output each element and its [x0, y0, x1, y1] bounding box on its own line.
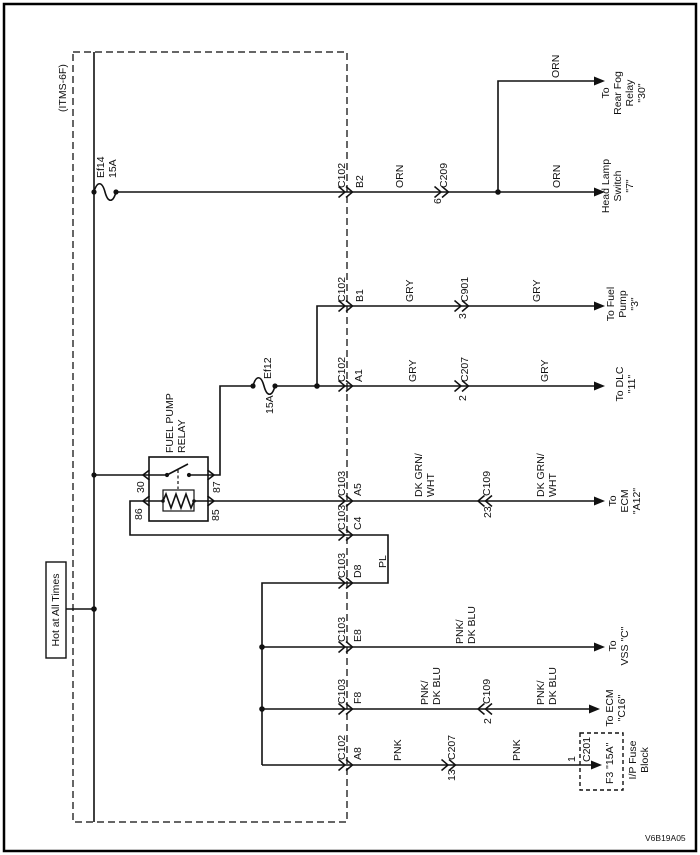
- relay-name-label: FUEL PUMP RELAY: [164, 393, 188, 453]
- power-source-box: [45, 561, 67, 659]
- pin-a5-label: A5: [352, 483, 364, 496]
- connector-c103-d8-label: C103: [336, 552, 348, 578]
- pin-a1-label: A1: [353, 369, 365, 382]
- pin-b1-label: B1: [354, 289, 366, 302]
- wire-color-pnkdkblu-3: PNK/ DK BLU: [535, 667, 559, 705]
- pin-f8-label: F8: [352, 691, 364, 704]
- connector-c109-label: C109: [481, 470, 493, 496]
- wire-color-gry-2: GRY: [531, 279, 543, 302]
- dest-vss-label: To VSS "C": [607, 626, 631, 666]
- fuse-block-boundary: [72, 51, 348, 823]
- connector-c102-label: C102: [336, 162, 348, 188]
- wire-color-gry-4: GRY: [539, 359, 551, 382]
- wire-color-pnkdkblu-1: PNK/ DK BLU: [454, 606, 478, 644]
- dest-head-lamp-switch-label: Head Lamp Switch "7": [600, 158, 636, 214]
- pin-e8-label: E8: [352, 629, 364, 642]
- dest-dlc-label: To DLC "11": [614, 366, 638, 402]
- wire-color-orn-1: ORN: [394, 164, 406, 188]
- relay-pin-87-label: 87: [211, 481, 223, 493]
- connector-c102-b1-label: C102: [336, 276, 348, 302]
- connector-c103-e8-label: C103: [336, 616, 348, 642]
- pin-1-label: 1: [566, 756, 578, 762]
- connector-c207-b-label: C207: [446, 734, 458, 760]
- pin-a8-label: A8: [352, 747, 364, 760]
- dest-rear-fog-relay-label: To Rear Fog Relay "30": [600, 71, 648, 115]
- connector-c901-label: C901: [459, 276, 471, 302]
- connector-c201-label: C201: [581, 736, 593, 762]
- wire-color-dkgrnwht-2: DK GRN/ WHT: [535, 453, 559, 497]
- wire-color-pl-label: PL: [377, 555, 389, 568]
- diagram-code: V6B19A05: [645, 833, 686, 843]
- dest-ecm-c16-label: To ECM "C16": [604, 689, 628, 727]
- connector-c207-label: C207: [459, 356, 471, 382]
- pin-3-label: 3: [457, 313, 469, 319]
- dest-fuel-pump-label: To Fuel Pump "3": [605, 286, 641, 322]
- connector-c103-c4-label: C103: [336, 504, 348, 530]
- wire-color-pnk-2: PNK: [511, 739, 523, 761]
- wire-color-orn-2: ORN: [551, 164, 563, 188]
- wire-color-gry-1: GRY: [404, 279, 416, 302]
- fuse-block-name-label: (ITMS-6F): [57, 64, 69, 112]
- connector-c109-b-label: C109: [481, 678, 493, 704]
- relay-box: [148, 456, 209, 522]
- fuse-f3-label: F3 "15A": [604, 742, 616, 784]
- pin-2-b-label: 2: [482, 718, 494, 724]
- pin-6-label: 6: [432, 198, 444, 204]
- pin-23-label: 23: [482, 506, 494, 518]
- wire-color-orn-branch: ORN: [550, 54, 562, 78]
- dest-ecm-a12-label: To ECM "A12": [607, 487, 643, 515]
- fuse-ef12-name-label: Ef12: [262, 357, 274, 379]
- wire-color-dkgrnwht-1: DK GRN/ WHT: [413, 453, 437, 497]
- relay-pin-86-label: 86: [133, 508, 145, 520]
- pin-b2-label: B2: [354, 175, 366, 188]
- fuse-ef14-symbol: [93, 182, 117, 202]
- wire-color-pnk-1: PNK: [392, 739, 404, 761]
- fuse-ef14-label: Ef14 15A: [95, 156, 119, 178]
- connector-c102-a8-label: C102: [336, 734, 348, 760]
- pin-c4-label: C4: [352, 516, 364, 530]
- pin-d8-label: D8: [352, 564, 364, 578]
- fuse-ef12-rating-label: 15A: [264, 395, 276, 414]
- wire-color-gry-3: GRY: [407, 359, 419, 382]
- dest-ip-fuse-block-label: I/P Fuse Block: [627, 740, 651, 780]
- power-source-label: Hot at All Times: [50, 573, 62, 647]
- relay-pin-30-label: 30: [135, 481, 147, 493]
- relay-pin-85-label: 85: [210, 509, 222, 521]
- relay-coil: [149, 491, 208, 511]
- relay-switch: [149, 463, 208, 476]
- wire-color-pnkdkblu-2: PNK/ DK BLU: [419, 667, 443, 705]
- connector-c103-f8-label: C103: [336, 678, 348, 704]
- connector-c102-a1-label: C102: [336, 356, 348, 382]
- pin-13-label: 13: [446, 769, 458, 781]
- c201-connector-box: [579, 732, 624, 791]
- fuse-ef12-symbol: [252, 376, 276, 396]
- pin-2-label: 2: [457, 395, 469, 401]
- connector-c209-label: C209: [438, 162, 450, 188]
- junction-dots: [91, 189, 501, 712]
